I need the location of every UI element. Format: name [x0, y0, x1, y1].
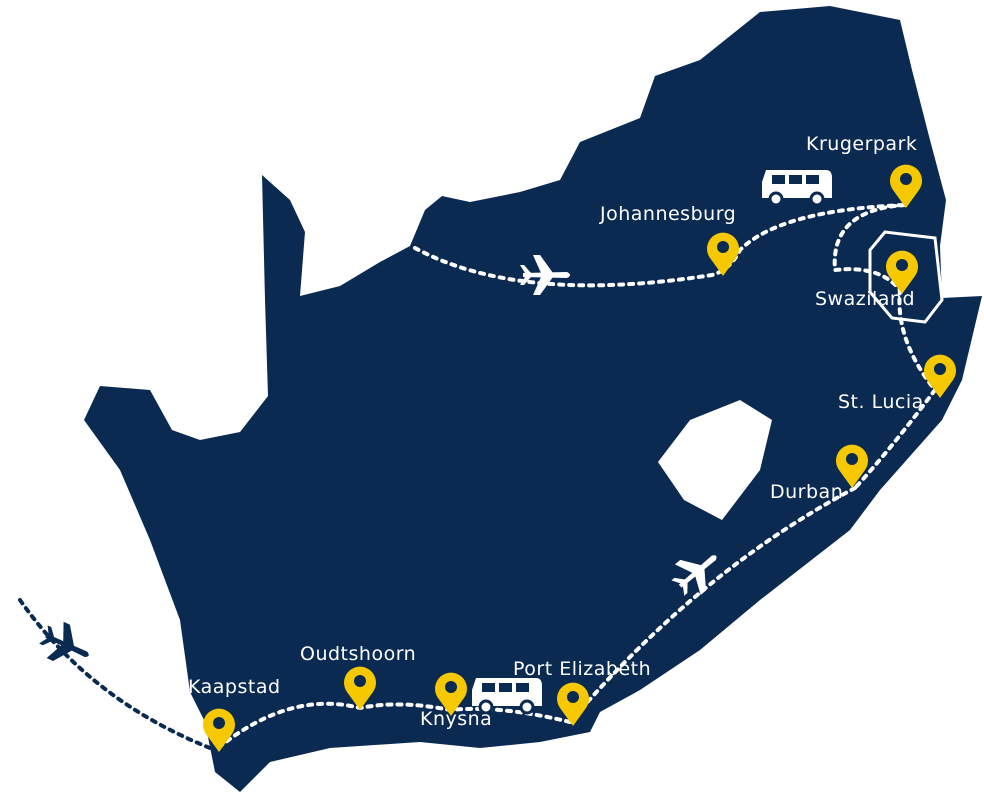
- map-pin-icon[interactable]: [557, 682, 589, 726]
- map-pin-icon[interactable]: [203, 708, 235, 752]
- flight-route-inbound: [18, 598, 212, 750]
- map-pin-icon[interactable]: [435, 672, 467, 716]
- lesotho-region: [658, 400, 772, 520]
- location-label-swaziland: Swaziland: [815, 288, 915, 310]
- location-label-johannesburg: Johannesburg: [599, 203, 736, 225]
- map-pin-icon[interactable]: [886, 250, 918, 294]
- map-pin-icon[interactable]: [707, 232, 739, 276]
- van-icon: [762, 170, 832, 207]
- location-label-kaapstad: Kaapstad: [188, 676, 281, 698]
- drive-route-garden-route: [216, 701, 572, 750]
- drive-route-coast: [853, 388, 937, 490]
- location-label-durban: Durban: [770, 481, 843, 503]
- location-label-krugerpark: Krugerpark: [806, 133, 917, 155]
- airplane-icon: [520, 255, 570, 295]
- airplane-icon: [39, 621, 89, 662]
- flight-route-durban-pe: [568, 486, 857, 724]
- map-pin-icon[interactable]: [890, 164, 922, 208]
- van-icon: [472, 678, 542, 715]
- map-pin-icon[interactable]: [836, 444, 868, 488]
- location-label-knysna: Knysna: [420, 708, 492, 730]
- map-pin-icon[interactable]: [924, 354, 956, 398]
- country-outline: [84, 6, 982, 792]
- airplane-icon: [671, 555, 717, 596]
- location-label-port-elizabeth: Port Elizabeth: [513, 658, 651, 680]
- map-pin-icon[interactable]: [344, 666, 376, 710]
- drive-route-kruger-swaziland: [832, 203, 937, 392]
- location-label-oudtshoorn: Oudtshoorn: [300, 643, 416, 665]
- swaziland-border: [868, 230, 944, 324]
- location-label-st-lucia: St. Lucia: [838, 391, 924, 413]
